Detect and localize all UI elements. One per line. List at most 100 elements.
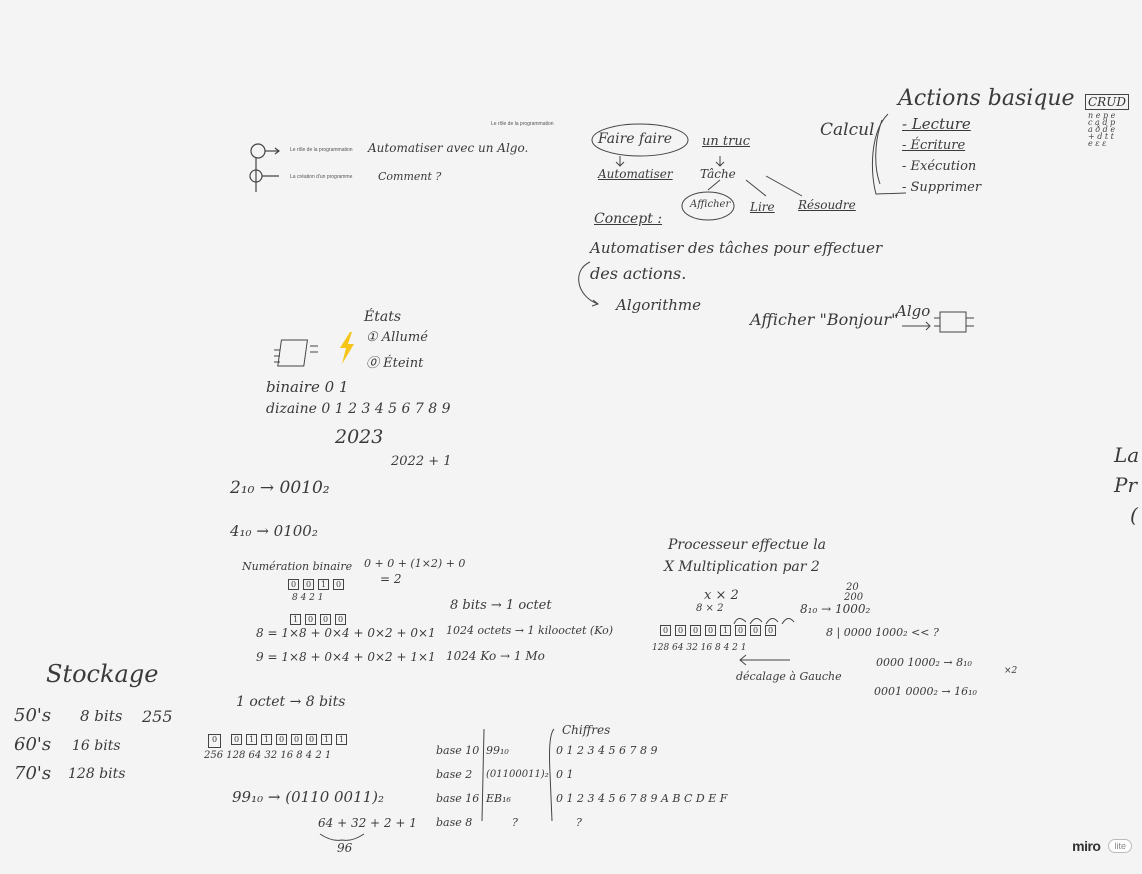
note-year: 2023: [335, 426, 384, 448]
note-allume: ① Allumé: [366, 330, 428, 345]
note-8-times-2: 8 × 2: [696, 603, 724, 614]
note-ex2: 2₁₀ → 0010₂: [230, 478, 330, 498]
bit-box: 1: [246, 734, 257, 745]
base-value: EB₁₆: [486, 792, 511, 805]
miro-branding[interactable]: miro lite: [1072, 838, 1132, 854]
bit-box: 1: [261, 734, 272, 745]
note-shift: 8 | 0000 1000₂ << ?: [826, 626, 939, 639]
mindmap-node-creation[interactable]: La création d'un programme: [290, 174, 353, 180]
note-resoudre: Résoudre: [798, 198, 856, 212]
note-60s: 60's: [14, 734, 52, 755]
plan-badge: lite: [1108, 839, 1132, 853]
note-nine-calc: 9 = 1×8 + 0×4 + 0×2 + 1×1: [256, 650, 436, 664]
note-200: 200: [844, 592, 864, 603]
lightning-icon: [340, 332, 354, 364]
bit-box: 0: [320, 614, 331, 625]
bases-labels: base 10 base 2 base 16 base 8: [436, 739, 479, 835]
note-weights: 8 4 2 1: [292, 593, 324, 603]
bases-dividers: [481, 728, 555, 822]
note-shift-result-1: 0000 1000₂ → 8₁₀: [876, 656, 972, 669]
bit-box: 0: [690, 625, 701, 636]
note-algorithme: Algorithme: [616, 296, 702, 314]
note-shift-weights: 128 64 32 16 8 4 2 1: [652, 643, 747, 653]
action-item: - Écriture: [902, 138, 966, 153]
action-item: - Lecture: [902, 115, 971, 133]
note-algo: Algo: [896, 302, 931, 320]
chip-sketch-icon: [274, 339, 318, 367]
bases-values: 99₁₀ (01100011)₂ EB₁₆ ?: [486, 739, 549, 835]
mindmap-node-role[interactable]: Le rôle de la programmation: [290, 147, 353, 153]
bit-box: 0: [208, 734, 221, 748]
note-etats: États: [364, 309, 402, 325]
note-decalage: décalage à Gauche: [736, 670, 842, 683]
note-un-octet: 1 octet → 8 bits: [236, 694, 346, 710]
base-value: 99₁₀: [486, 744, 509, 757]
bit-box: 1: [321, 734, 332, 745]
algo-box-sketch: [902, 311, 974, 333]
note-concept-line1: Automatiser des tâches pour effectuer: [590, 239, 883, 257]
note-shift-result-2: 0001 0000₂ → 16₁₀: [874, 685, 977, 698]
note-mo: 1024 Ko → 1 Mo: [446, 649, 545, 663]
left-arrow: [739, 654, 790, 666]
curve-arrow: [578, 261, 600, 307]
note-50s-bits: 8 bits: [80, 707, 123, 725]
top-label: Le rôle de la programmation: [491, 121, 554, 127]
bit-box: 0: [303, 579, 314, 590]
mindmap-connectors: [249, 143, 280, 192]
note-ko: 1024 octets → 1 kilooctet (Ko): [446, 624, 614, 637]
bit-box: 0: [735, 625, 746, 636]
shift-arrows: [733, 618, 795, 625]
note-automatiser: Automatiser: [598, 167, 673, 181]
note-sum: 0 + 0 + (1×2) + 0: [364, 557, 466, 570]
note-eteint: ⓪ Éteint: [366, 356, 424, 371]
note-70s: 70's: [14, 763, 52, 784]
bit-box: 0: [305, 614, 316, 625]
base-label: base 16: [436, 792, 480, 805]
note-20: 20: [846, 582, 859, 593]
bit-box: 0: [660, 625, 671, 636]
actions-title: Actions basique: [898, 86, 1075, 111]
edge-fragment: Pr: [1114, 473, 1138, 497]
edge-fragment: La: [1114, 443, 1140, 467]
base-label: base 8: [436, 816, 473, 829]
chiffres-list: 0 1 2 3 4 5 6 7 8 9 0 1 0 1 2 3 4 5 6 7 …: [556, 739, 727, 835]
note-un-truc: un truc: [702, 134, 750, 149]
bit-box: 0: [231, 734, 242, 745]
note-96: 96: [337, 841, 353, 855]
note-99-binary: 99₁₀ → (0110 0011)₂: [232, 788, 385, 806]
brace-sketch: [319, 833, 365, 841]
note-tache: Tâche: [700, 167, 736, 181]
note-year-calc: 2022 + 1: [391, 454, 452, 469]
note-octet: 8 bits → 1 octet: [450, 598, 552, 613]
note-70s-bits: 128 bits: [68, 766, 126, 782]
base-value: (01100011)₂: [486, 769, 549, 780]
bit-box: 0: [306, 734, 317, 745]
chiffres-item: 0 1 2 3 4 5 6 7 8 9 A B C D E F: [556, 792, 728, 805]
bit-box: 0: [333, 579, 344, 590]
bit-box: 1: [720, 625, 731, 636]
base-label: base 2: [436, 768, 473, 781]
note-8-binary: 8₁₀ → 1000₂: [800, 602, 871, 616]
bit-box: 0: [276, 734, 287, 745]
note-byte-weights: 256 128 64 32 16 8 4 2 1: [204, 750, 332, 761]
bit-box: 0: [288, 579, 299, 590]
note-faire-faire: Faire faire: [598, 131, 672, 147]
base-label: base 10: [436, 744, 480, 757]
bit-box: 0: [750, 625, 761, 636]
note-decimale: dizaine 0 1 2 3 4 5 6 7 8 9: [266, 401, 451, 417]
bit-box: 0: [705, 625, 716, 636]
note-99-sum: 64 + 32 + 2 + 1: [318, 816, 417, 830]
note-calcul: Calcul: [820, 120, 875, 140]
note-processeur-line1: Processeur effectue la: [668, 537, 827, 553]
note-lire: Lire: [750, 200, 775, 214]
note-x2: ×2: [1004, 666, 1018, 676]
miro-logo: miro: [1072, 838, 1101, 854]
bit-box: 1: [290, 614, 301, 625]
note-ex4: 4₁₀ → 0100₂: [230, 522, 318, 540]
crud-box: CRUD: [1085, 94, 1129, 110]
note-50s: 50's: [14, 705, 52, 726]
note-chiffres: Chiffres: [562, 723, 611, 737]
bit-box: 0: [335, 614, 346, 625]
